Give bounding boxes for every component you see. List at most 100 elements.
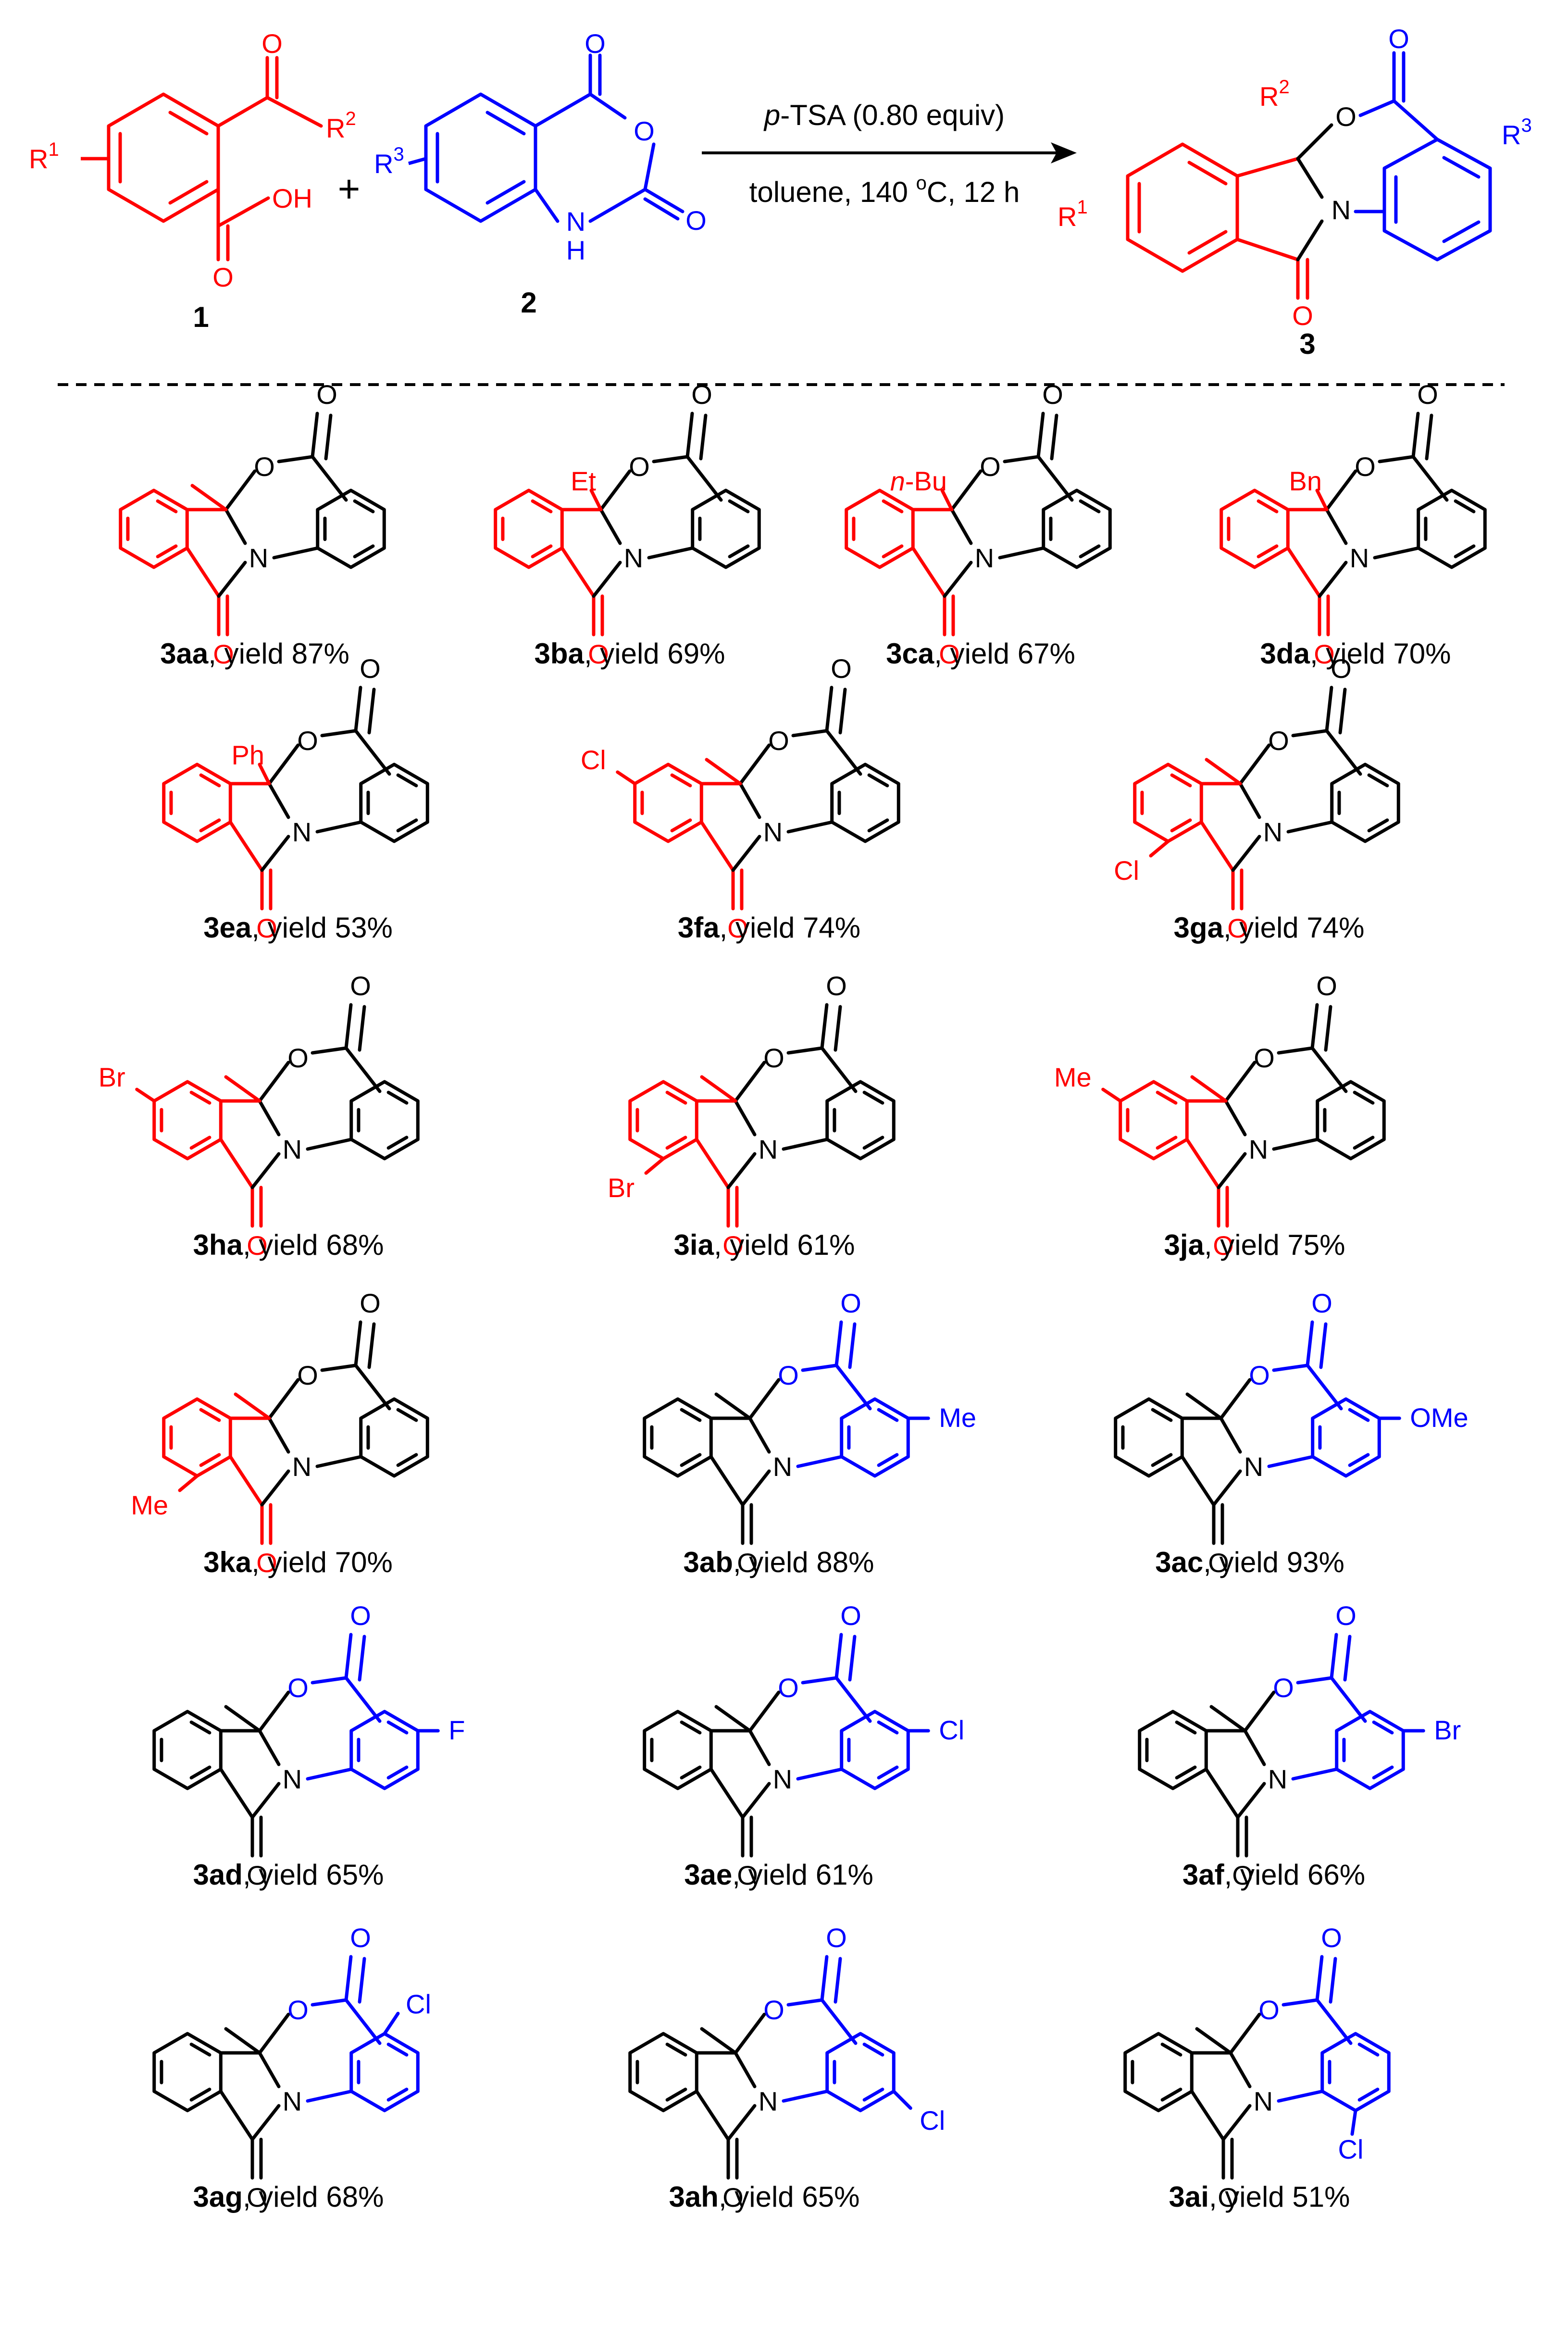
nitrogen-n: N: [975, 543, 994, 573]
right-benzene-ring: [1042, 488, 1112, 569]
ring-o: O: [980, 451, 1001, 482]
double-bond: [1170, 818, 1192, 833]
carbonyl-o: O: [1208, 1548, 1229, 1578]
right-benzene-ring: [825, 1080, 896, 1161]
bond: [219, 1137, 254, 1189]
bond: [782, 2089, 829, 2103]
bond: [616, 770, 637, 786]
lactone-o: O: [691, 379, 712, 410]
reagent-1-acid-oh: OH: [272, 183, 312, 213]
bond: [258, 1061, 290, 1103]
ring-o: O: [1249, 1360, 1270, 1390]
bond: [367, 687, 376, 735]
compound-caption: 3da, yield 70%: [1260, 637, 1451, 670]
bond: [258, 1690, 290, 1733]
bond: [644, 1157, 665, 1175]
bond: [1315, 1955, 1324, 2002]
bond: [786, 820, 834, 834]
bond: [260, 835, 290, 872]
bond: [834, 1363, 872, 1411]
bond: [354, 686, 362, 733]
double-bond: [386, 1090, 409, 1105]
r1-substituent: Br: [608, 1173, 635, 1203]
double-bond: [882, 499, 904, 513]
bond: [1350, 2109, 1357, 2136]
bond: [1149, 839, 1170, 858]
bond: [354, 729, 391, 776]
compound-id: 3ae: [684, 1859, 732, 1891]
compound-caption: 3ae, yield 61%: [684, 1859, 873, 1891]
double-bond: [1353, 1090, 1375, 1105]
double-bond: [1170, 773, 1192, 787]
bond: [1267, 1455, 1315, 1468]
compound-caption: 3ga, yield 74%: [1174, 912, 1365, 944]
lactone-o: O: [840, 1600, 861, 1631]
nitrogen-n: N: [1249, 1134, 1268, 1164]
reagent-2-r3-bond: [408, 157, 426, 165]
bond: [1185, 1137, 1220, 1189]
r3-substituent: F: [448, 1715, 465, 1745]
double-bond: [189, 1090, 212, 1105]
bond: [258, 1099, 281, 1137]
compound-yield: , yield 88%: [733, 1546, 874, 1578]
double-bond: [1151, 1408, 1173, 1422]
compound-caption: 3ka, yield 70%: [203, 1546, 393, 1578]
compound-caption: 3ea, yield 53%: [203, 912, 393, 944]
reagent-1-acid-o: O: [212, 262, 234, 292]
bond: [1310, 1046, 1348, 1093]
compound-id: 3ja: [1164, 1229, 1205, 1261]
bond: [258, 2012, 290, 2055]
ring-o: O: [254, 451, 275, 482]
compound-id: 3da: [1260, 637, 1310, 670]
reagent-2-label: 2: [521, 287, 536, 319]
double-bond: [1151, 1453, 1173, 1467]
bond: [1291, 729, 1329, 737]
compound-id: 3ka: [203, 1546, 252, 1578]
lactone-o: O: [350, 971, 371, 1001]
product-3-structure: [1126, 51, 1492, 300]
double-bond: [396, 773, 418, 787]
carbonyl-o: O: [1314, 639, 1335, 669]
left-benzene-ring: [152, 2032, 223, 2112]
bond: [1306, 1320, 1314, 1367]
lactone-o: O: [360, 1288, 381, 1318]
bond: [647, 546, 695, 560]
reagent-2-structure: [424, 53, 684, 223]
lactone-o: O: [826, 1923, 847, 1953]
double-bond: [199, 773, 221, 787]
bond: [354, 1363, 391, 1411]
lactone-o: O: [1311, 1288, 1332, 1318]
r3-substituent: OMe: [1410, 1402, 1468, 1433]
bond: [1101, 1087, 1122, 1103]
bond: [344, 1003, 353, 1050]
bond: [1411, 412, 1420, 459]
bond: [185, 546, 221, 598]
double-bond: [1156, 1136, 1178, 1150]
product-3-o-top: O: [1388, 24, 1409, 54]
bond: [358, 1005, 366, 1052]
nitrogen-n: N: [759, 2086, 778, 2116]
carbonyl-o: O: [256, 1548, 277, 1578]
bond: [911, 546, 946, 598]
bond: [367, 1322, 376, 1369]
methyl-bond: [705, 758, 742, 786]
compound-id: 3ah: [669, 2181, 719, 2213]
bond: [219, 1767, 254, 1819]
methyl-bond: [714, 1392, 752, 1420]
bond: [354, 1320, 362, 1367]
methyl-bond: [700, 2027, 737, 2055]
bond: [731, 835, 761, 872]
bond: [1373, 546, 1420, 560]
methyl-bond: [714, 1705, 752, 1733]
conditions-line-2: toluene, 140 oC, 12 h: [749, 173, 1020, 208]
double-bond: [1372, 1720, 1394, 1735]
methyl-bond: [1205, 758, 1242, 786]
left-benzene-ring: [643, 1710, 713, 1790]
bond: [1224, 1061, 1257, 1103]
ring-o: O: [1273, 1673, 1294, 1703]
bond: [344, 1955, 353, 2002]
